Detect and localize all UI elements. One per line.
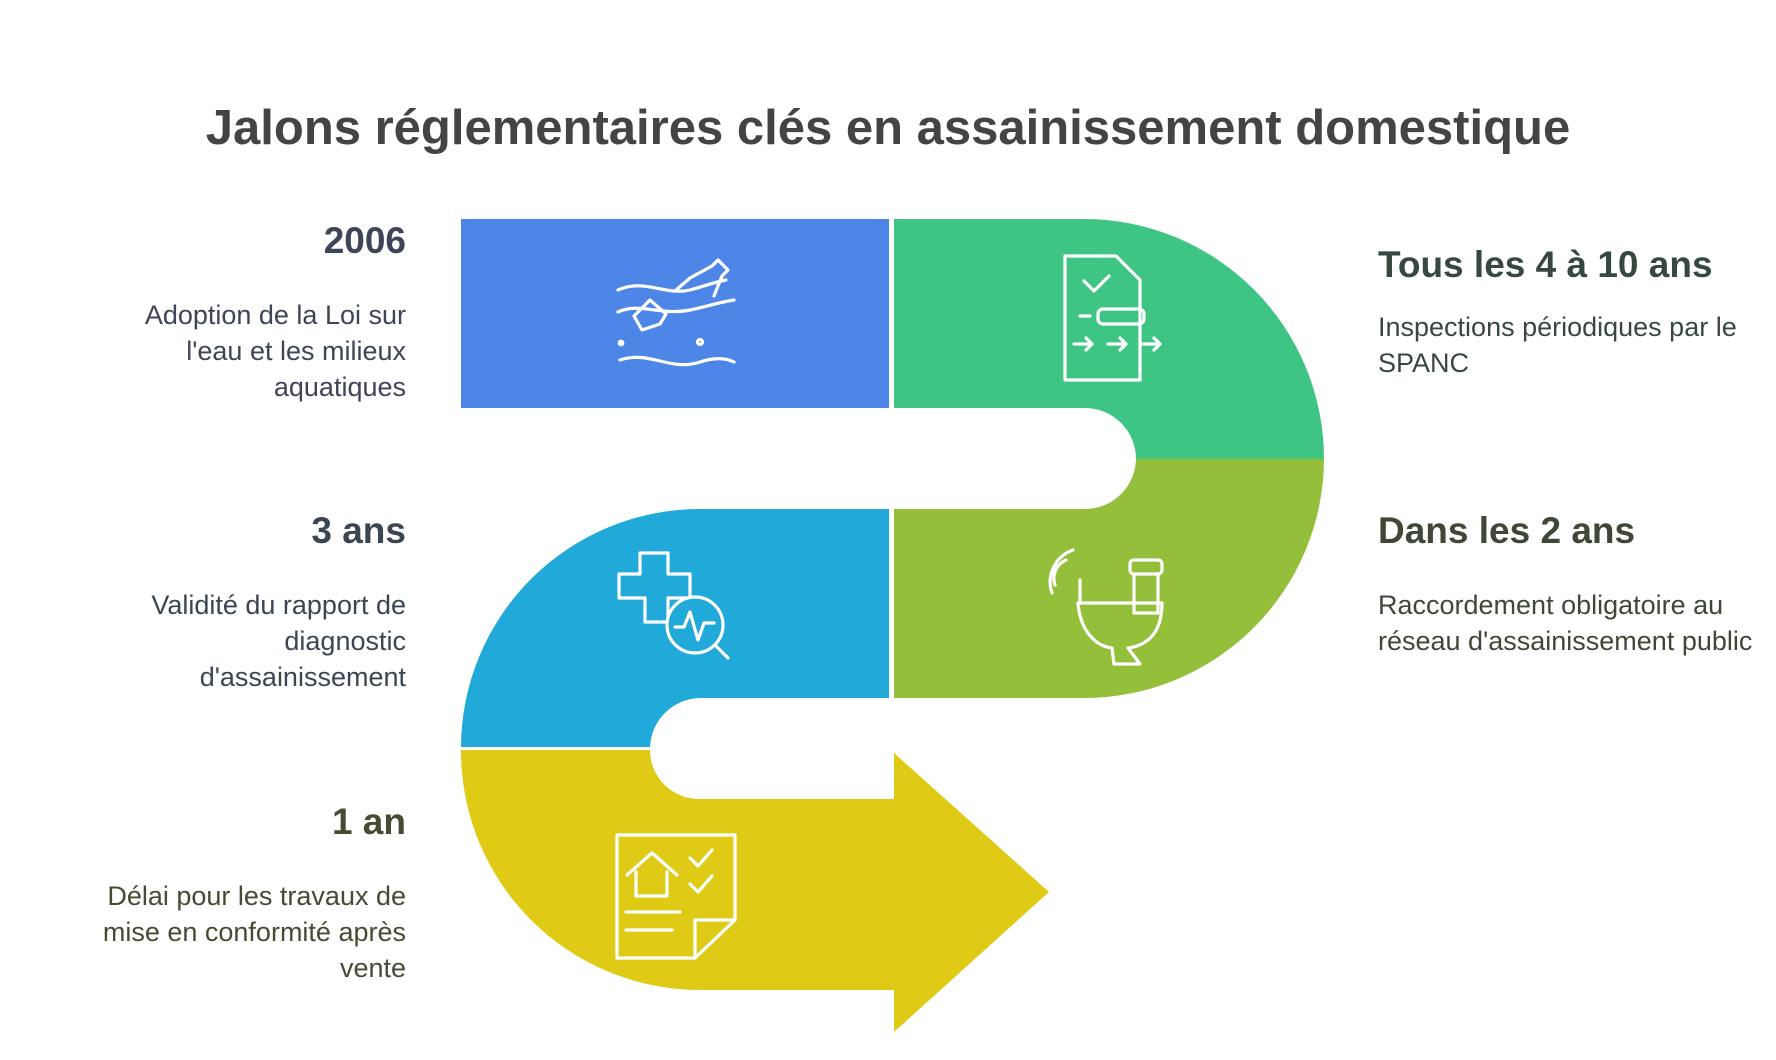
milestone-description: Raccordement obligatoire au réseau d'ass…: [1378, 590, 1753, 656]
milestone-heading: 2006: [323, 220, 406, 261]
milestone-heading: Dans les 2 ans: [1378, 510, 1636, 551]
water-fish-bottle-icon: [616, 258, 736, 367]
segment-tous-les-4-10-ans: [894, 219, 1324, 459]
milestone-heading: 3 ans: [311, 510, 406, 551]
milestone-1-an: 1 an Délai pour les travaux de mise en c…: [86, 800, 406, 986]
segment-2006: [461, 219, 889, 408]
milestone-description: Validité du rapport de diagnostic d'assa…: [151, 590, 406, 692]
health-diagnostic-icon: [617, 551, 730, 660]
toilet-icon: [1048, 548, 1164, 666]
milestone-description: Inspections périodiques par le SPANC: [1378, 312, 1737, 378]
milestone-2006: 2006 Adoption de la Loi sur l'eau et les…: [86, 219, 406, 405]
segment-1-an: [460, 750, 1049, 1032]
segment-dans-les-2-ans: [894, 459, 1324, 698]
checklist-document-icon: [1063, 254, 1162, 382]
milestone-tous-les-4-10-ans: Tous les 4 à 10 ans Inspections périodiq…: [1378, 243, 1758, 381]
milestone-heading: Tous les 4 à 10 ans: [1378, 244, 1713, 285]
milestone-description: Adoption de la Loi sur l'eau et les mili…: [144, 300, 406, 402]
milestone-heading: 1 an: [331, 801, 406, 842]
milestone-dans-les-2-ans: Dans les 2 ans Raccordement obligatoire …: [1378, 509, 1758, 659]
milestone-3-ans: 3 ans Validité du rapport de diagnostic …: [86, 509, 406, 695]
milestone-description: Délai pour les travaux de mise en confor…: [102, 881, 406, 983]
page-title: Jalons réglementaires clés en assainisse…: [205, 101, 1571, 155]
house-checklist-icon: [615, 833, 737, 960]
